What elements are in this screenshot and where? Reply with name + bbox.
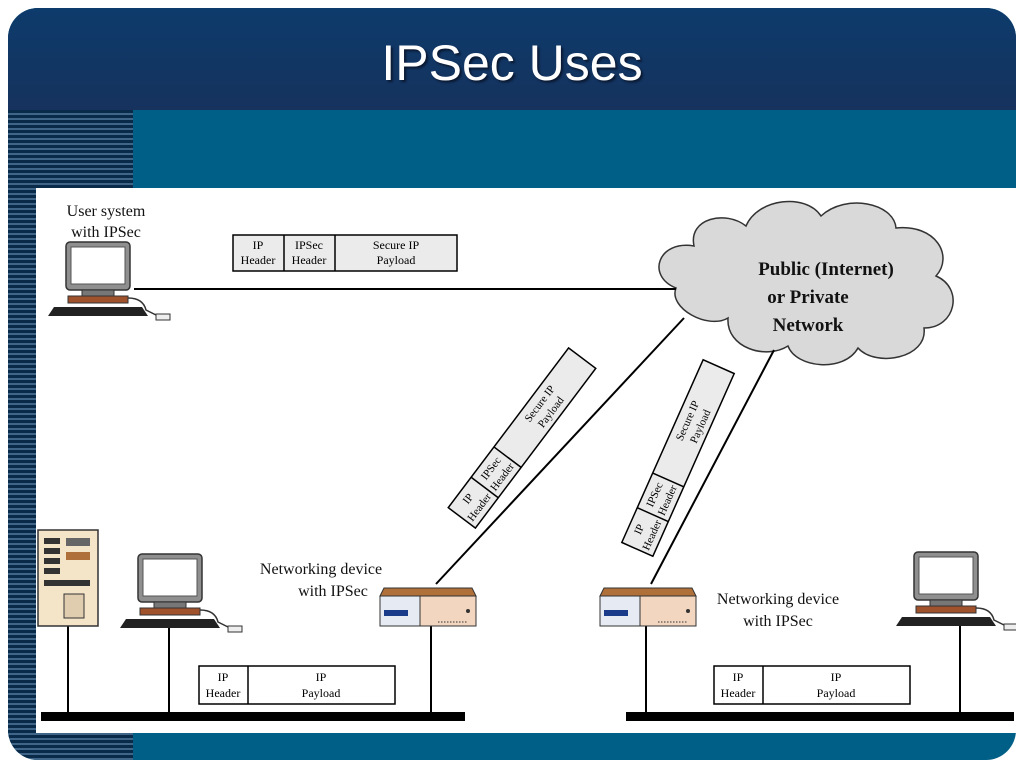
svg-text:IP: IP [733, 670, 744, 684]
left-networking-device [379, 587, 477, 627]
user-system-computer [47, 241, 171, 321]
cloud-label-line-1: Public (Internet) [758, 259, 894, 280]
left-lan-bus [41, 712, 465, 721]
left-device-label-line-2: with IPSec [298, 583, 368, 600]
ipsec-diagram: Public (Internet) or Private Network Use… [36, 188, 1019, 733]
svg-text:IP: IP [632, 523, 647, 537]
svg-text:Header: Header [206, 686, 241, 700]
server-tower [37, 529, 99, 627]
packet-ipsec-header: IPSec [295, 238, 323, 252]
right-networking-device [599, 587, 697, 627]
connection-lines [67, 288, 961, 716]
svg-text:Header: Header [241, 253, 276, 267]
ip-packet-right: IP Header IP Payload [713, 665, 911, 705]
right-lan-computer [895, 551, 1019, 631]
cloud-label-line-2: or Private [767, 287, 848, 308]
cloud-label-line-3: Network [773, 315, 844, 336]
svg-text:IP: IP [316, 670, 327, 684]
right-device-label-line-1: Networking device [717, 591, 839, 608]
svg-text:Header: Header [292, 253, 327, 267]
title-band [8, 8, 1016, 110]
slide-title: IPSec Uses [381, 35, 643, 91]
user-system-label-line-1: User system [67, 203, 146, 220]
network-cloud: Public (Internet) or Private Network [658, 200, 954, 366]
svg-text:Payload: Payload [377, 253, 416, 267]
ip-packet-left: IP Header IP Payload [198, 665, 396, 705]
svg-text:IP: IP [218, 670, 229, 684]
packet-secure-payload: Secure IP [373, 238, 420, 252]
left-device-to-cloud-link [435, 317, 685, 585]
svg-text:IP: IP [831, 670, 842, 684]
user-system-label-line-2: with IPSec [71, 224, 141, 241]
svg-text:Payload: Payload [302, 686, 341, 700]
ipsec-packet-diagonal-left: IP Header IPSec Header Secure IP Payload [447, 346, 597, 530]
right-lan-bus [626, 712, 1014, 721]
packet-ip-header: IP [253, 238, 264, 252]
ipsec-packet-top: IP Header IPSec Header Secure IP Payload [232, 234, 458, 272]
left-lan-computer [119, 553, 243, 633]
left-device-label-line-1: Networking device [260, 561, 382, 578]
svg-text:Payload: Payload [817, 686, 856, 700]
right-device-to-cloud-link [650, 349, 775, 585]
right-device-label-line-2: with IPSec [743, 613, 813, 630]
svg-text:Header: Header [721, 686, 756, 700]
